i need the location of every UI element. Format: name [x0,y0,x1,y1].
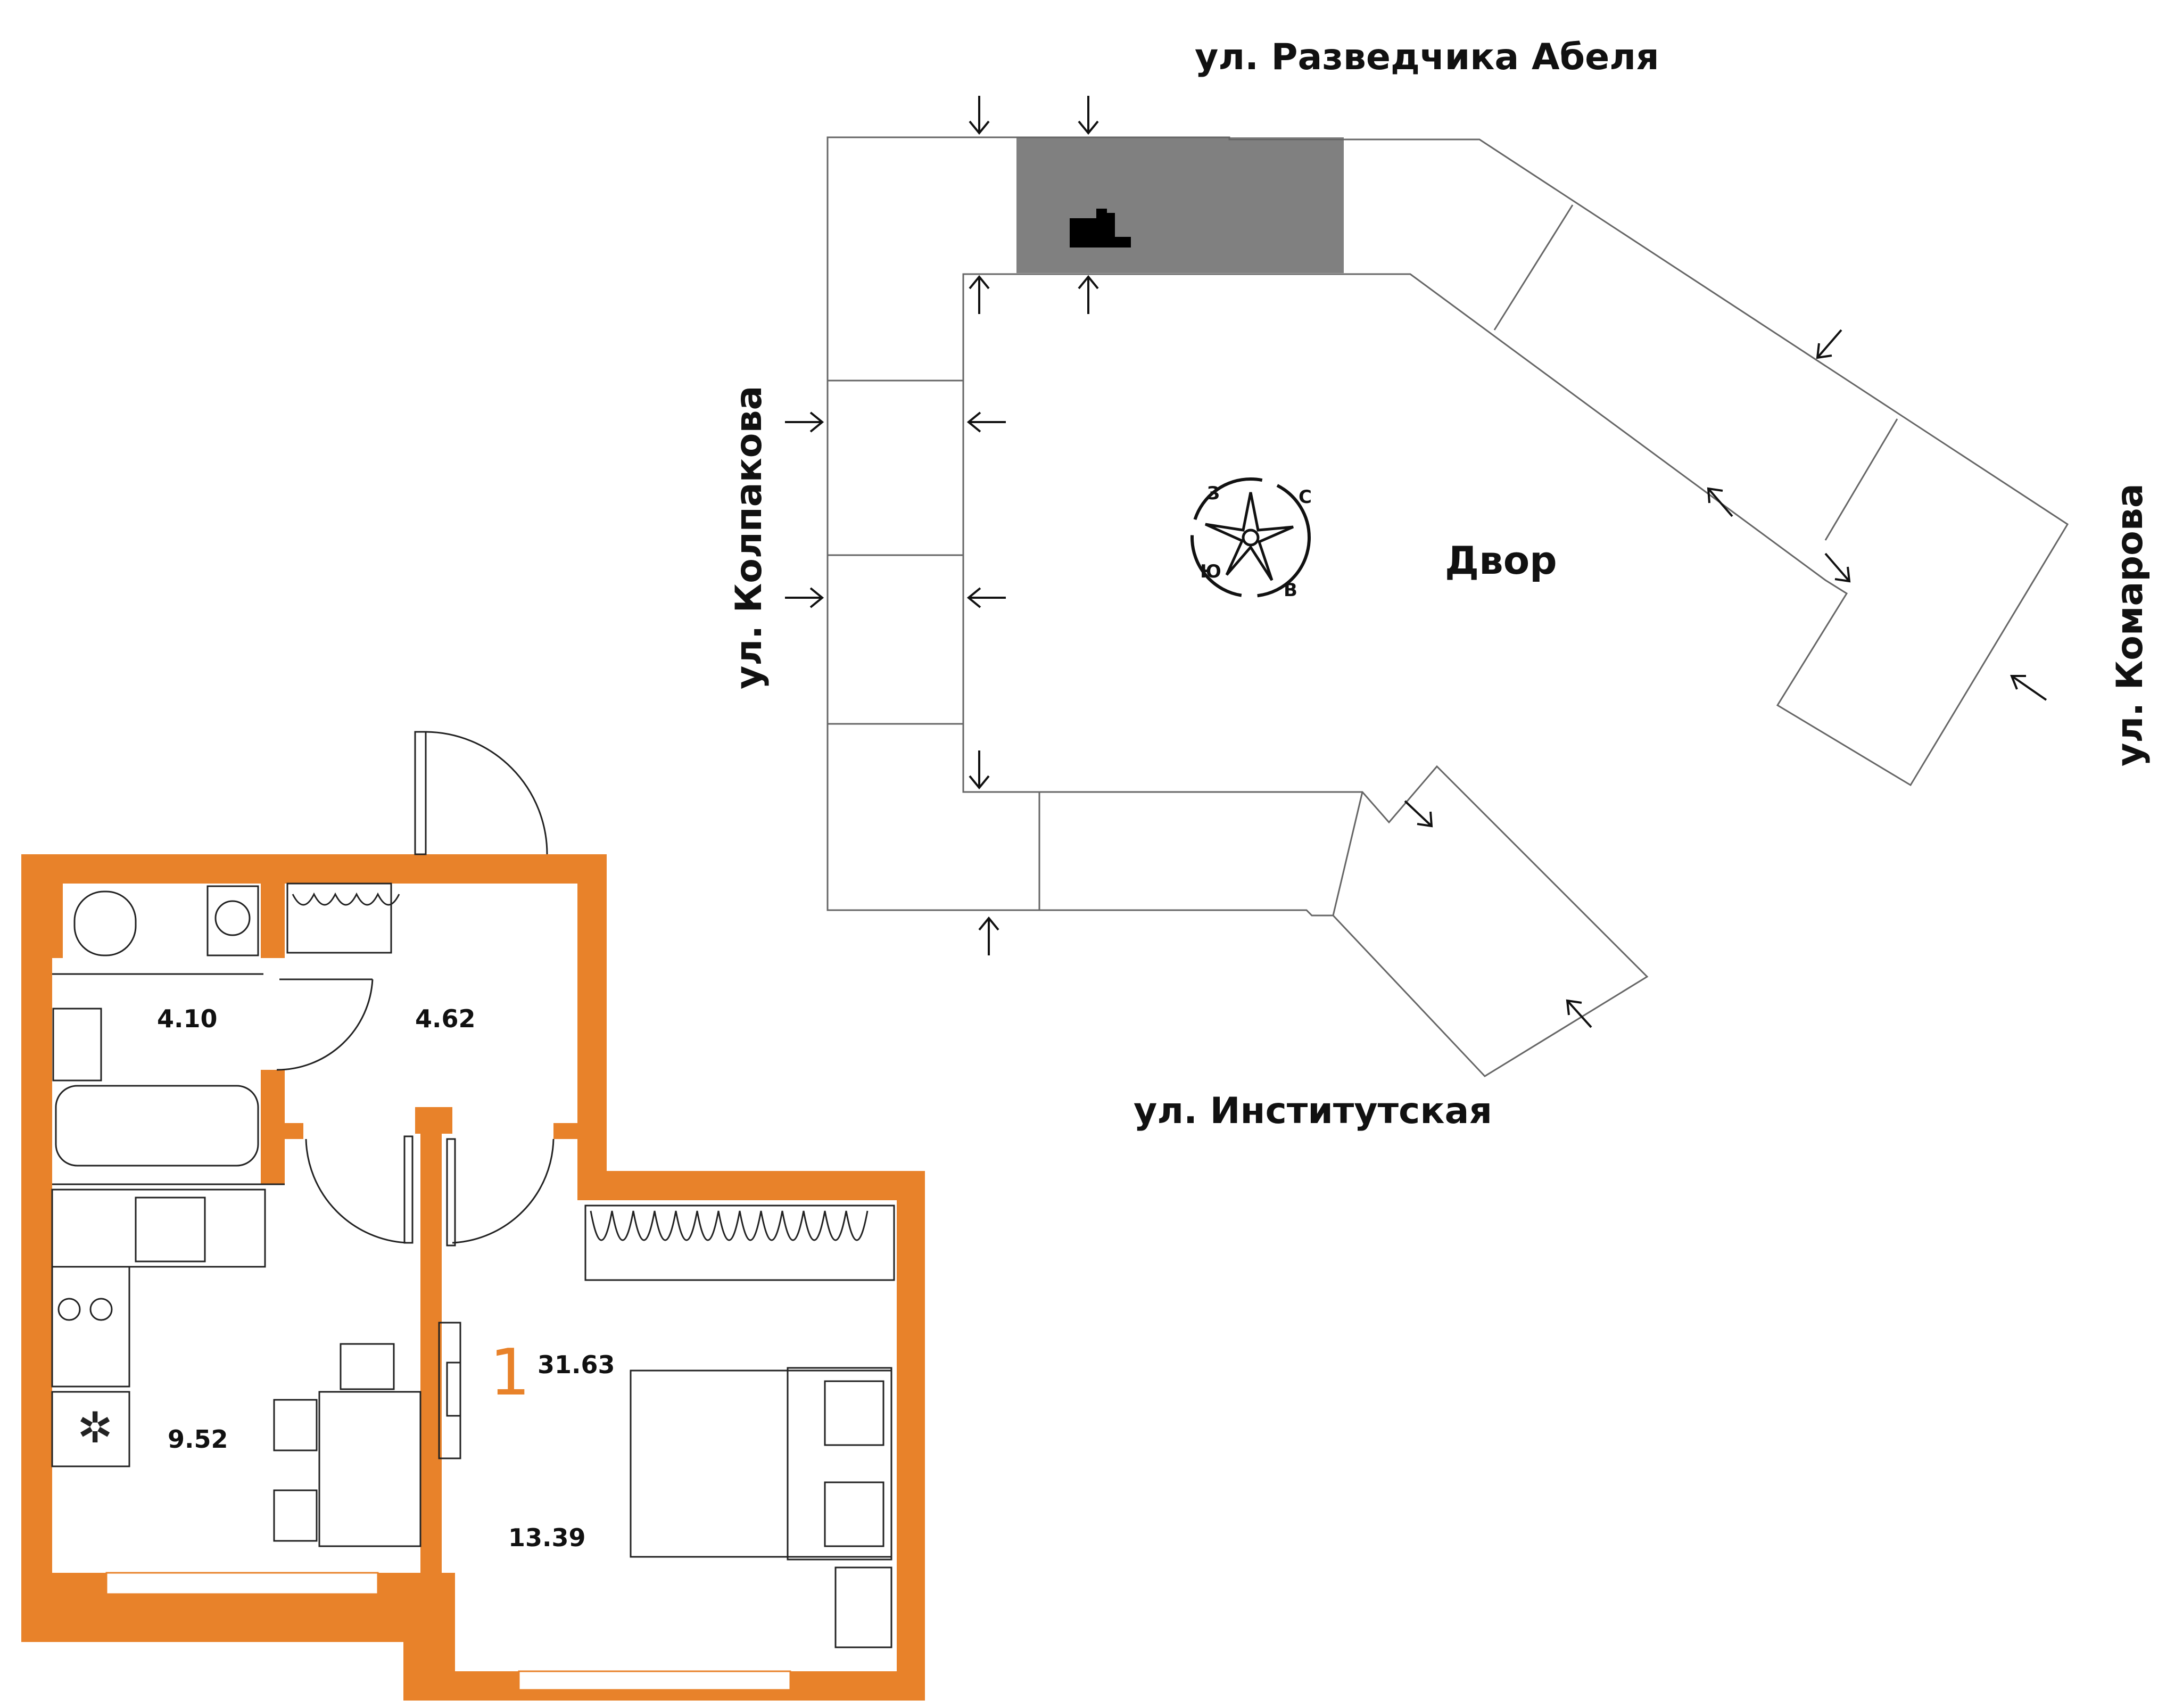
apartment-plan: ✲ 4.10 4.62 9.52 13.39 31.63 1 [21,731,925,1701]
yard-label: Двор [1445,538,1557,583]
street-west-label: ул. Колпакова [728,386,770,689]
compass-rose-icon [1190,477,1311,598]
street-north-label: ул. Разведчика Абеля [1195,36,1659,78]
compass-north: С [1299,486,1312,508]
kitchen-area: 9.52 [168,1425,228,1454]
snowflake-icon: ✲ [77,1403,113,1453]
kitchen-fixtures: ✲ [51,1189,421,1547]
compass-east: В [1284,580,1297,601]
bathroom-fixtures [52,882,400,1167]
building-outline [826,136,2069,1077]
hallway-area: 4.62 [415,1004,476,1033]
street-east-label: ул. Комарова [2109,483,2151,766]
apartment-location-marker [1070,209,1131,247]
bathroom-area: 4.10 [157,1004,218,1033]
inner-doors [276,978,555,1247]
entrance-arrows [785,96,2047,1028]
windows [105,1572,791,1691]
bedroom-area: 13.39 [508,1523,586,1552]
outer-walls [21,854,925,1701]
compass-south: Ю [1200,561,1221,582]
inner-walls [52,854,577,1581]
rooms-count: 1 [490,1336,530,1410]
site-plan: С В Ю З Двор ул. Разведчика Абеля ул. Ин… [728,36,2151,1132]
compass-west: З [1207,483,1220,504]
bedroom-fixtures [438,1204,895,1648]
total-area: 31.63 [538,1350,615,1379]
highlighted-section [1016,137,1344,273]
street-south-label: ул. Институтская [1134,1090,1492,1132]
entry-door [414,731,548,855]
